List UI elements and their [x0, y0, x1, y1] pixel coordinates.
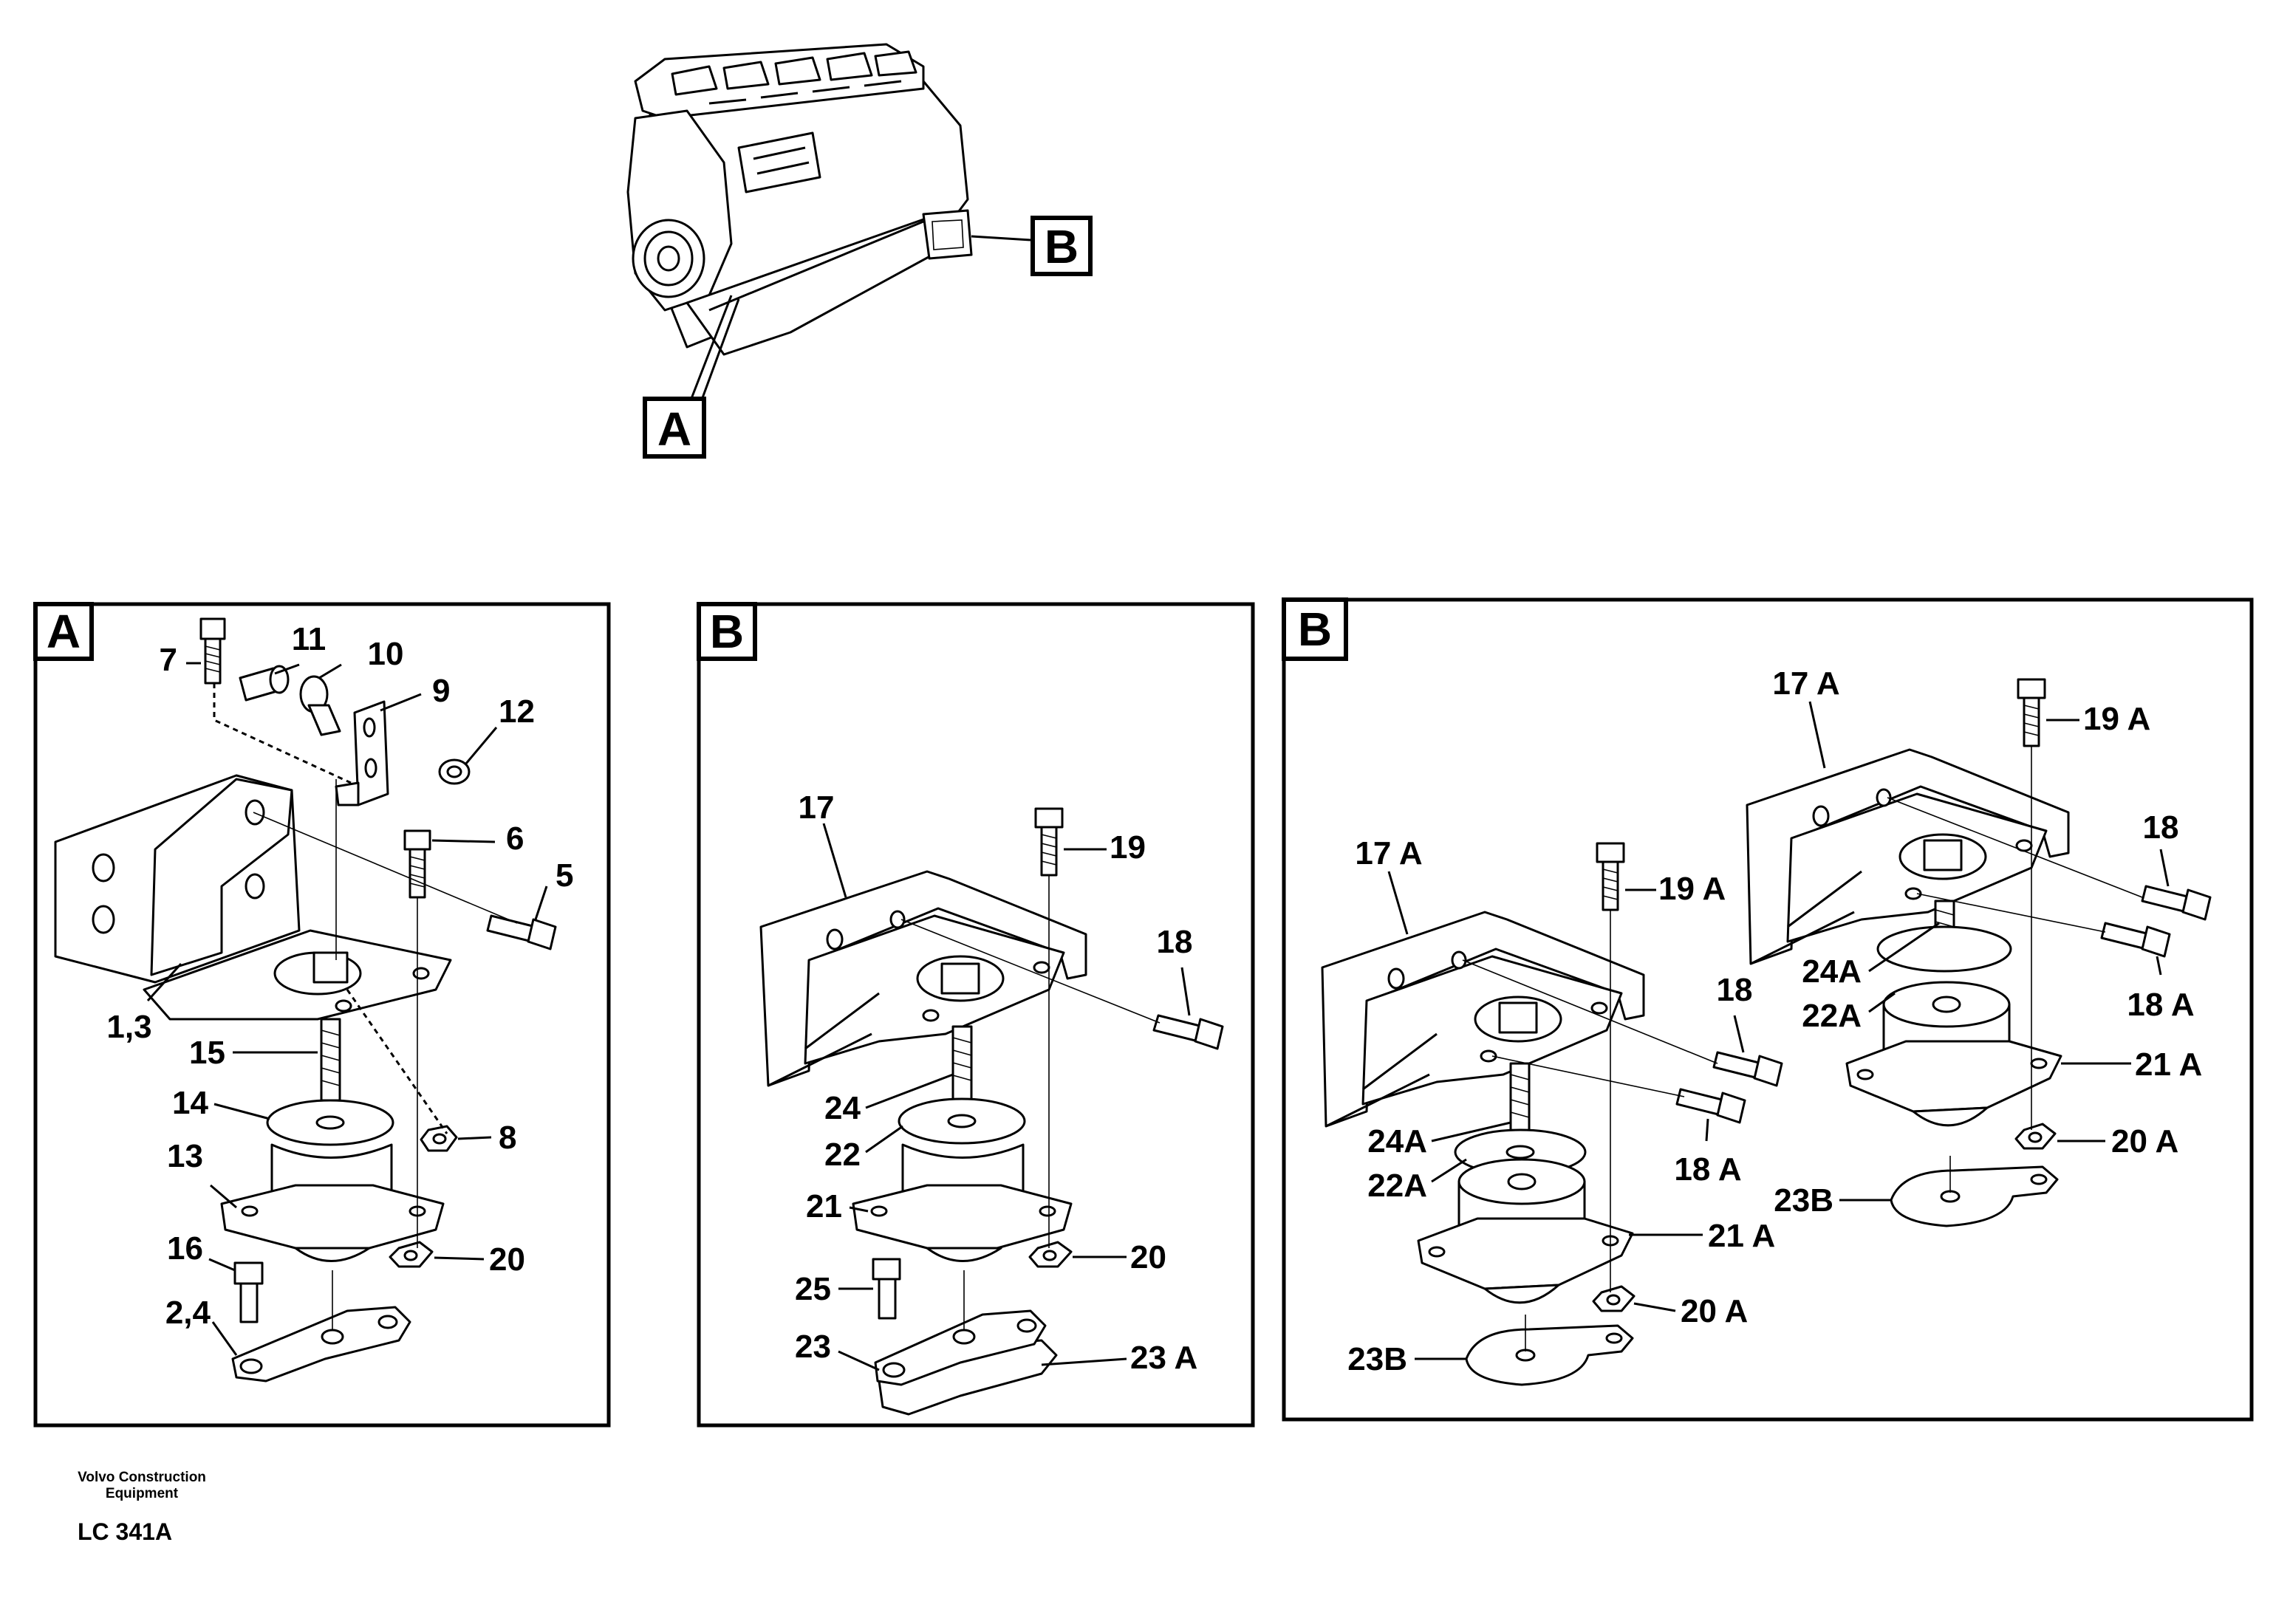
label-21: 21	[806, 1188, 842, 1224]
nut-20-a	[389, 1241, 434, 1268]
bolt-25	[872, 1258, 901, 1320]
bolt-18	[1152, 1014, 1224, 1050]
label-11: 11	[292, 621, 327, 657]
label-1-3: 1,3	[106, 1009, 151, 1045]
clamp-10	[299, 675, 341, 736]
label-18-left: 18	[1717, 972, 1753, 1008]
engine-overview: B A	[626, 43, 1093, 459]
footer: Volvo Construction Equipment LC 341A	[78, 1470, 206, 1545]
panel-b-double-tag: B	[1298, 603, 1332, 656]
label-17a-right: 17 A	[1772, 665, 1839, 702]
nut-20-b	[1028, 1241, 1073, 1268]
label-12: 12	[499, 693, 535, 730]
nut-8	[420, 1125, 458, 1152]
label-5: 5	[556, 857, 573, 894]
panel-a-tag-box	[33, 602, 94, 661]
label-18-right: 18	[2143, 809, 2179, 846]
label-24: 24	[824, 1090, 861, 1126]
washer-22	[898, 1097, 1026, 1145]
label-23a: 23 A	[1130, 1340, 1197, 1376]
panel-a: A	[33, 602, 611, 1428]
nut-12	[438, 758, 471, 785]
bolt-5	[486, 914, 557, 950]
rubber-mount-13	[220, 1143, 445, 1262]
bolt-6	[403, 829, 431, 899]
bolt-7	[199, 617, 226, 685]
label-20a-right: 20 A	[2111, 1123, 2178, 1159]
stud-15	[312, 951, 349, 1102]
label-25: 25	[795, 1271, 831, 1307]
label-23b-right: 23B	[1774, 1182, 1833, 1219]
sub-assembly-left	[1321, 842, 1783, 1386]
bolt-16	[233, 1261, 264, 1323]
label-18: 18	[1157, 924, 1193, 960]
panel-b-double-tag-box	[1282, 597, 1348, 661]
label-14: 14	[172, 1085, 208, 1121]
label-18a-right: 18 A	[2127, 987, 2194, 1023]
plate-2-4	[231, 1306, 411, 1383]
label-19a-left: 19 A	[1658, 871, 1726, 907]
drawing-code: LC 341A	[78, 1518, 172, 1545]
label-17: 17	[799, 789, 835, 826]
maker-line-2: Equipment	[106, 1486, 179, 1501]
plates-23	[874, 1309, 1058, 1416]
panel-b-single-tag: B	[710, 605, 744, 658]
label-22: 22	[824, 1137, 861, 1173]
rubber-mount-21	[852, 1143, 1073, 1262]
callout-b-box	[1030, 216, 1093, 276]
label-19: 19	[1110, 829, 1146, 866]
callout-b: B	[1045, 220, 1079, 273]
label-19a-right: 19 A	[2083, 701, 2150, 737]
label-17a-left: 17 A	[1355, 835, 1422, 871]
label-22a-left: 22A	[1367, 1168, 1427, 1204]
label-20: 20	[489, 1241, 525, 1278]
label-15: 15	[189, 1035, 225, 1071]
label-13: 13	[167, 1138, 203, 1174]
panel-b-double: B	[1282, 597, 2254, 1422]
label-23: 23	[795, 1329, 831, 1365]
label-20-b: 20	[1130, 1239, 1166, 1275]
label-6: 6	[506, 820, 524, 857]
panel-b-double-frame	[1282, 597, 2254, 1422]
label-18a-left: 18 A	[1674, 1151, 1741, 1188]
label-22a-right: 22A	[1802, 998, 1862, 1034]
label-24a-right: 24A	[1802, 953, 1862, 990]
label-7: 7	[160, 642, 177, 678]
panel-b-single: B	[697, 602, 1255, 1428]
sub-assembly-right	[1746, 678, 2212, 1227]
label-9: 9	[432, 673, 450, 709]
label-21a-right: 21 A	[2135, 1046, 2202, 1083]
washer-14	[266, 1099, 394, 1146]
label-24a-left: 24A	[1367, 1123, 1427, 1159]
label-2-4: 2,4	[165, 1295, 211, 1331]
bracket-17	[759, 870, 1087, 1087]
panel-a-tag: A	[47, 605, 81, 658]
label-20a-left: 20 A	[1681, 1293, 1748, 1329]
label-8: 8	[499, 1120, 516, 1156]
maker-line-1: Volvo Construction	[78, 1470, 206, 1485]
plate-9	[335, 700, 389, 806]
label-23b-left: 23B	[1347, 1341, 1407, 1377]
label-16: 16	[167, 1230, 203, 1267]
panel-b-single-tag-box	[697, 602, 757, 661]
callout-a: A	[657, 402, 691, 456]
engine-bracket	[54, 774, 452, 1021]
panel-b-single-frame	[697, 602, 1255, 1428]
bolt-19	[1034, 807, 1064, 877]
stud-24	[951, 1025, 973, 1102]
label-10: 10	[368, 636, 404, 672]
label-21a-left: 21 A	[1708, 1218, 1775, 1254]
panel-a-frame	[33, 602, 611, 1428]
callout-a-box	[643, 397, 706, 459]
